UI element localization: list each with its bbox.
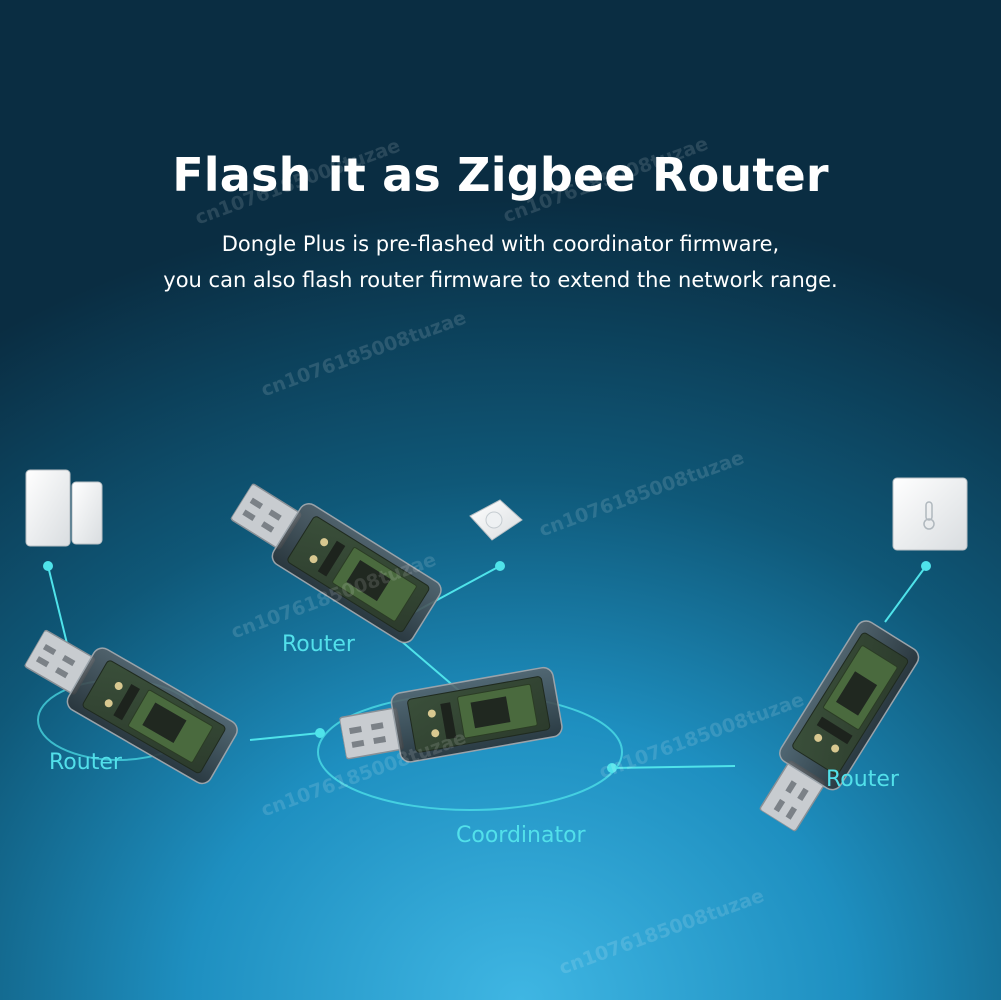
subtitle-line-1: Dongle Plus is pre-flashed with coordina… xyxy=(221,232,780,256)
router-right-label: Router xyxy=(826,767,899,792)
coordinator-label: Coordinator xyxy=(456,823,586,848)
temperature-sensor-icon xyxy=(892,477,968,551)
page-title: Flash it as Zigbee Router xyxy=(172,148,829,202)
motion-sensor-icon xyxy=(469,499,523,541)
door-sensor-icon xyxy=(25,469,103,547)
usb-dongle-icon xyxy=(746,616,924,840)
router-top-label: Router xyxy=(282,632,355,657)
subtitle-line-2: you can also flash router firmware to ex… xyxy=(163,268,838,292)
link-nodes xyxy=(43,561,931,773)
router-left-label: Router xyxy=(49,750,122,775)
